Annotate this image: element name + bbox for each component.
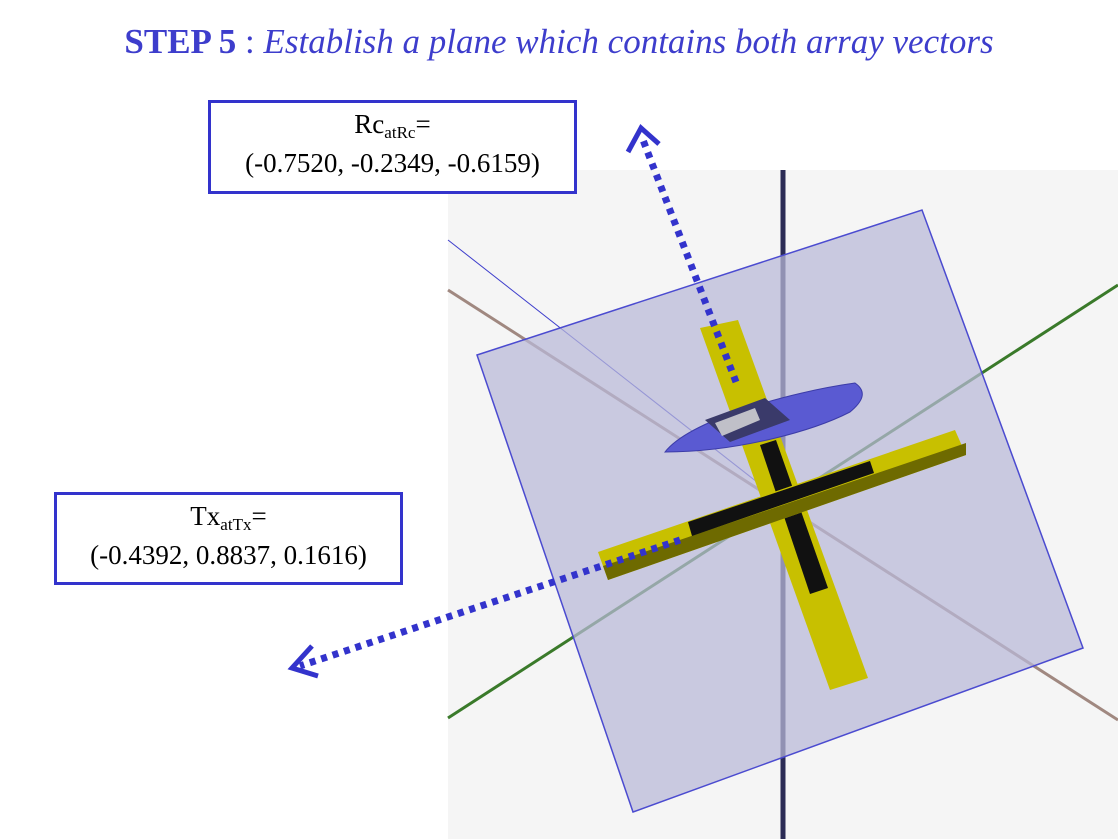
tx-vector-label: TxatTx= (-0.4392, 0.8837, 0.1616) — [54, 492, 403, 585]
tx-vector-name: TxatTx= — [190, 501, 267, 534]
tx-vector-value: (-0.4392, 0.8837, 0.1616) — [90, 540, 367, 570]
rc-vector-name: RcatRc= — [354, 109, 431, 142]
transmitter-array-side — [603, 443, 966, 580]
vessel-deck — [715, 408, 760, 436]
rc-arrowhead-icon — [625, 124, 661, 154]
title-separator: : — [236, 22, 264, 61]
step-description: Establish a plane which contains both ar… — [263, 22, 994, 61]
rc-vector-value: (-0.7520, -0.2349, -0.6159) — [245, 148, 540, 178]
rc-vector-arrow — [639, 138, 740, 384]
page-title: STEP 5 : Establish a plane which contain… — [0, 22, 1118, 62]
step-label: STEP 5 — [124, 22, 237, 61]
tx-arrowhead-icon — [287, 644, 319, 679]
rc-vector-label: RcatRc= (-0.7520, -0.2349, -0.6159) — [208, 100, 577, 194]
transmitter-array-elements — [688, 461, 874, 536]
receiver-array-elements — [760, 440, 828, 594]
